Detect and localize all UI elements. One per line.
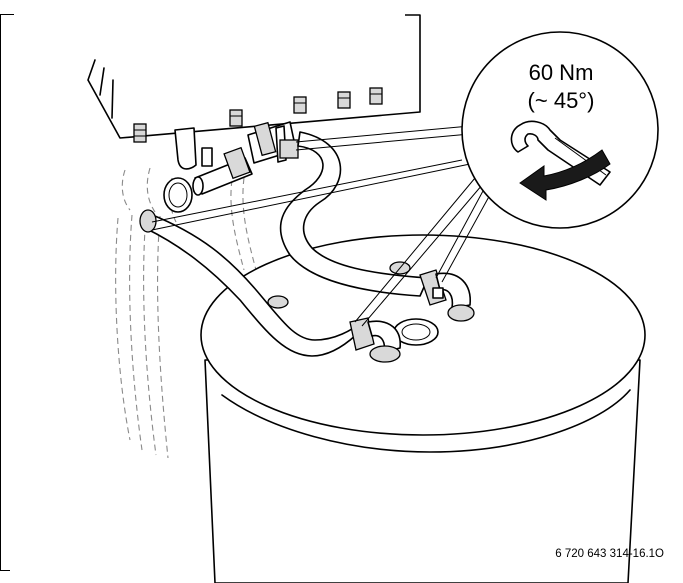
- torque-callout: 60 Nm (~ 45°): [461, 31, 659, 229]
- front-connection-pipe: [139, 209, 401, 363]
- service-valves: [192, 121, 299, 196]
- rear-connection-pipe: [279, 131, 475, 322]
- sealing-cap: [163, 177, 193, 213]
- figure-code: 6 720 643 314-16.1O: [555, 548, 664, 560]
- dashed-previous-position: [115, 167, 257, 459]
- hot-water-cylinder: [200, 234, 646, 583]
- torque-value: 60 Nm: [529, 60, 594, 85]
- boiler-connections: [133, 87, 383, 143]
- diagram-frame: [0, 14, 14, 571]
- callout-leader-lines: [151, 125, 498, 327]
- boiler-unit: [87, 14, 421, 170]
- rotation-arrow-icon: [519, 149, 611, 201]
- rotation-angle: (~ 45°): [528, 88, 595, 113]
